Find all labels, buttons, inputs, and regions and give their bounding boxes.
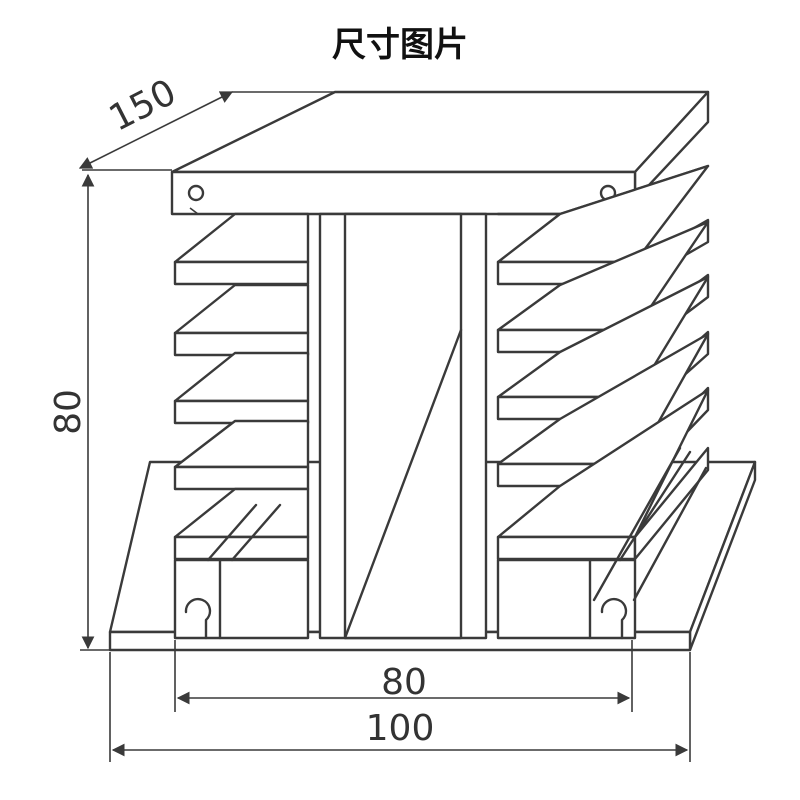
depth-label: 150 (103, 72, 183, 140)
height-label: 80 (48, 389, 89, 435)
dimension-inner-width: 80 (174, 640, 633, 712)
page-title: 尺寸图片 (332, 25, 468, 65)
right-fins (496, 164, 710, 561)
left-fins (173, 212, 310, 561)
heatsink-body (170, 90, 710, 640)
dimension-outer-width: 100 (109, 652, 691, 762)
bottom-rails (173, 446, 708, 640)
outer-width-label: 100 (366, 708, 435, 749)
dimension-height: 80 (48, 173, 110, 651)
inner-width-label: 80 (381, 662, 427, 703)
